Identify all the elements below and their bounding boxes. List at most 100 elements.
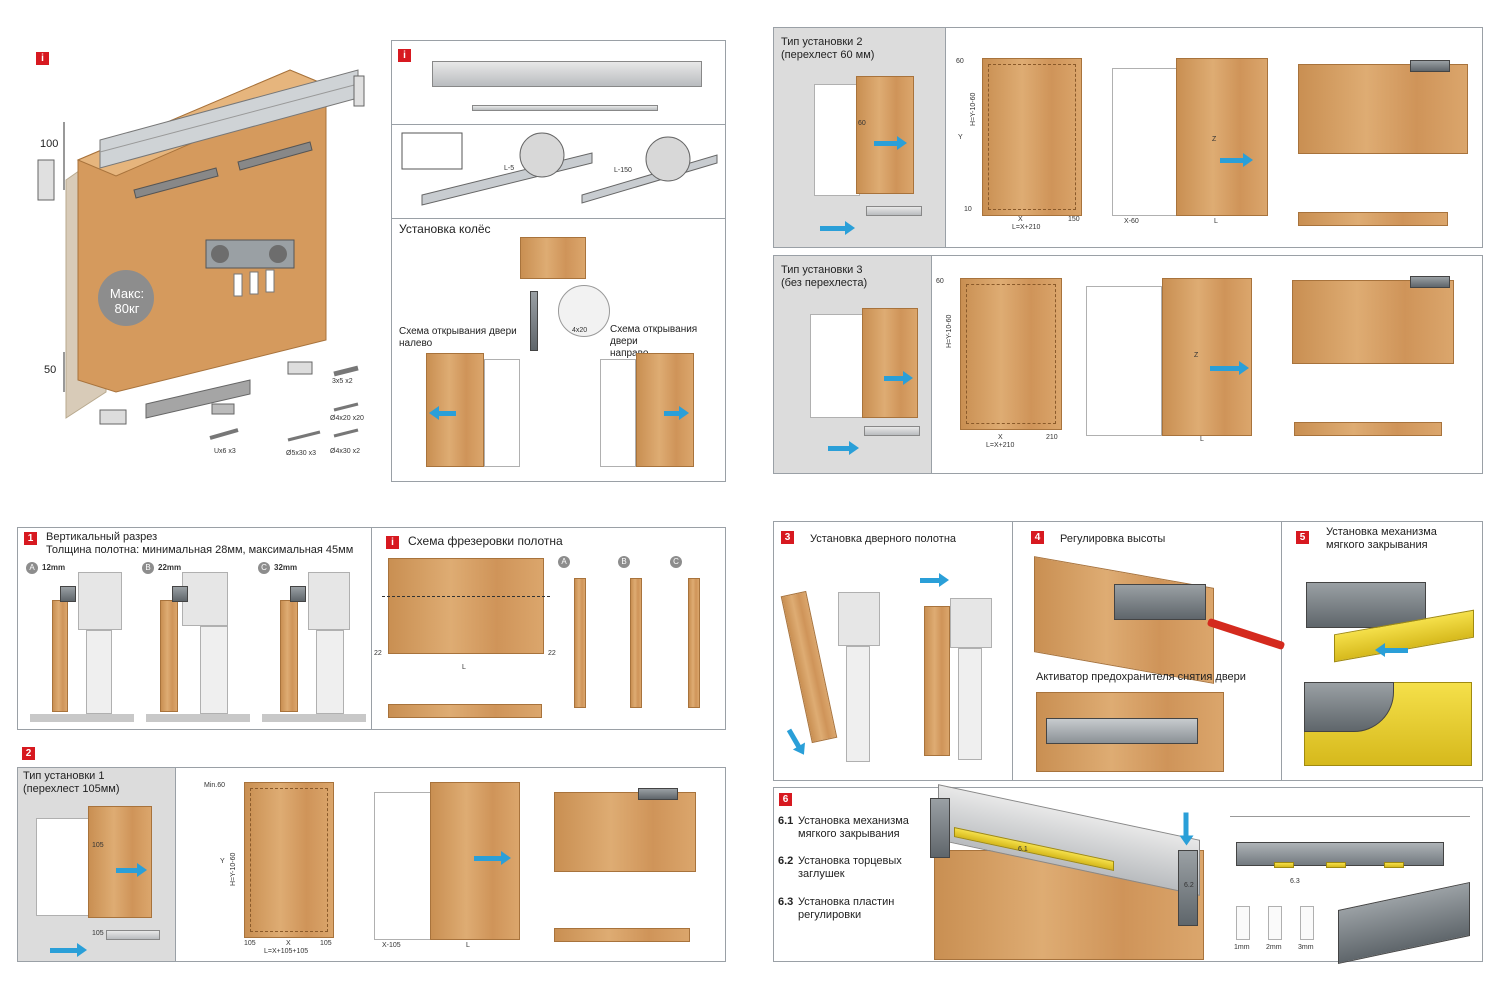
- step3-floor-a: [846, 646, 870, 762]
- step6-arrow-down: [1183, 812, 1189, 837]
- type2-opening: [1112, 68, 1182, 216]
- max-load-badge: [98, 270, 154, 326]
- type3-dim-60: 60: [936, 278, 944, 285]
- type2-title: Тип установки 2 (перехлест 60 мм): [781, 36, 875, 61]
- wheels-title: Установка колёс: [399, 222, 491, 236]
- type1-dim-y: Y: [220, 858, 225, 865]
- type2-dim-y: Y: [958, 134, 963, 141]
- screw-label-4: Ø5х30 х3: [286, 450, 316, 457]
- step3-badge: 3: [781, 531, 794, 544]
- step6-item-3-num: 6.3: [778, 896, 794, 908]
- overview-panel: i 100 50 Макс: [28, 40, 378, 480]
- milling-profile-a: A: [558, 556, 608, 726]
- milling-dim-22a: 22: [374, 650, 382, 657]
- plate-2mm: [1268, 906, 1282, 940]
- step5-badge: 5: [1296, 531, 1309, 544]
- section-variant-b: B 22mm: [142, 562, 254, 726]
- type3-arrow-bottom: [828, 441, 859, 455]
- arrow-right: [664, 406, 689, 420]
- type3-arrow-2: [1210, 361, 1249, 375]
- type1-dim-105b: 105: [320, 940, 332, 947]
- type2-dim-60: 60: [956, 58, 964, 65]
- plate-3mm: [1300, 906, 1314, 940]
- open-left-label: Схема открывания двери налево: [399, 326, 517, 349]
- type1-overlap-2: 105: [92, 930, 104, 937]
- step6-item-2-num: 6.2: [778, 855, 794, 867]
- arrow-left: [429, 406, 456, 420]
- step3-floor-b: [958, 648, 982, 760]
- info-badge-2: i: [398, 49, 411, 62]
- type3-panel: Тип установки 3 (без перехлеста) 60 H=Y-…: [773, 255, 1483, 474]
- step4-trolley: [1114, 584, 1206, 620]
- type2-dim-150: 150: [1068, 216, 1080, 223]
- damper-left: [133, 167, 219, 199]
- rail-top-view: [432, 61, 702, 87]
- type1-arrow-2: [474, 851, 511, 865]
- type2-door-closed: [1176, 58, 1268, 216]
- variant-b-trolley: [172, 586, 188, 602]
- milling-dim-l: L: [462, 664, 466, 671]
- milling-profile-c: C: [670, 556, 720, 726]
- overview-illustration: [37, 69, 365, 442]
- step6-tag-61: 6.1: [1018, 846, 1028, 853]
- wall-right-scheme: [600, 359, 636, 467]
- type3-opening: [1086, 286, 1162, 436]
- info-badge: i: [36, 52, 49, 65]
- plate-1mm: [1236, 906, 1250, 940]
- type2-dim-10: 10: [964, 206, 972, 213]
- type3-door-dashed: [966, 284, 1056, 424]
- type2-trolley: [1410, 60, 1450, 72]
- step1-badge: 1: [24, 532, 37, 545]
- plate-3mm-label: 3mm: [1298, 944, 1314, 951]
- type2-arrow-2: [1220, 153, 1253, 167]
- screw-callout: [558, 285, 610, 337]
- type3-door-front: [960, 278, 1062, 430]
- variant-b-circle: B: [142, 562, 154, 574]
- type2-overlap: 60: [858, 120, 866, 127]
- steps-panel: 3 Установка дверного полотна 4 Регулиров…: [773, 521, 1483, 781]
- step6-plate-view: [1230, 816, 1470, 863]
- type1-door-front: [244, 782, 334, 938]
- variant-b-size: 22mm: [158, 563, 182, 572]
- step4-door: [1034, 556, 1214, 684]
- variant-b-door: [160, 600, 178, 712]
- step6-endcap-left: [930, 798, 950, 858]
- variant-c-circle: C: [258, 562, 270, 574]
- variant-a-door: [52, 600, 68, 712]
- type2-strip: [1298, 212, 1448, 226]
- variant-a-size: 12mm: [42, 563, 66, 572]
- type1-min: Min.60: [204, 782, 226, 789]
- type2-arrow-bottom: [820, 221, 855, 235]
- step3-arrow-down: [786, 728, 802, 749]
- variant-a-wall: [78, 572, 122, 630]
- type3-dim-l2: L: [1200, 436, 1204, 443]
- damper-right: [237, 141, 313, 171]
- type3-strip: [1294, 422, 1442, 436]
- type1-dim-l2: L: [466, 942, 470, 949]
- step4-subtitle: Активатор предохранителя снятия двери: [1036, 671, 1246, 683]
- step6-badge: 6: [779, 793, 792, 806]
- type1-arrow: [116, 863, 147, 877]
- step3-title: Установка дверного полотна: [810, 533, 957, 545]
- variant-b-floor-wall: [200, 626, 228, 714]
- dim-top-label: 100: [40, 138, 59, 150]
- variant-c-size: 32mm: [274, 563, 298, 572]
- variant-c-floor-wall: [316, 630, 344, 714]
- type1-rail: [106, 930, 160, 940]
- type2-dim-z: Z: [1212, 136, 1217, 143]
- step3-door-upright: [924, 606, 950, 756]
- step4-badge: 4: [1031, 531, 1044, 544]
- type2-door: [856, 76, 914, 194]
- type3-dim-h: H=Y-10-60: [946, 314, 953, 348]
- type2-dim-l2: L: [1214, 218, 1218, 225]
- rail-cut-illustration: [401, 132, 718, 206]
- section-variant-c: C 32mm: [258, 562, 370, 726]
- step3-wall-b: [950, 598, 992, 648]
- milling-door: [388, 558, 544, 654]
- step2-badge: 2: [22, 747, 35, 760]
- step6-item-2-text: Установка торцевых заглушек: [798, 855, 902, 880]
- type1-dim-105a: 105: [244, 940, 256, 947]
- milling-b-circle: B: [618, 556, 630, 568]
- step3-arrow-hook: [920, 573, 949, 587]
- type3-dim-z: Z: [1194, 352, 1199, 359]
